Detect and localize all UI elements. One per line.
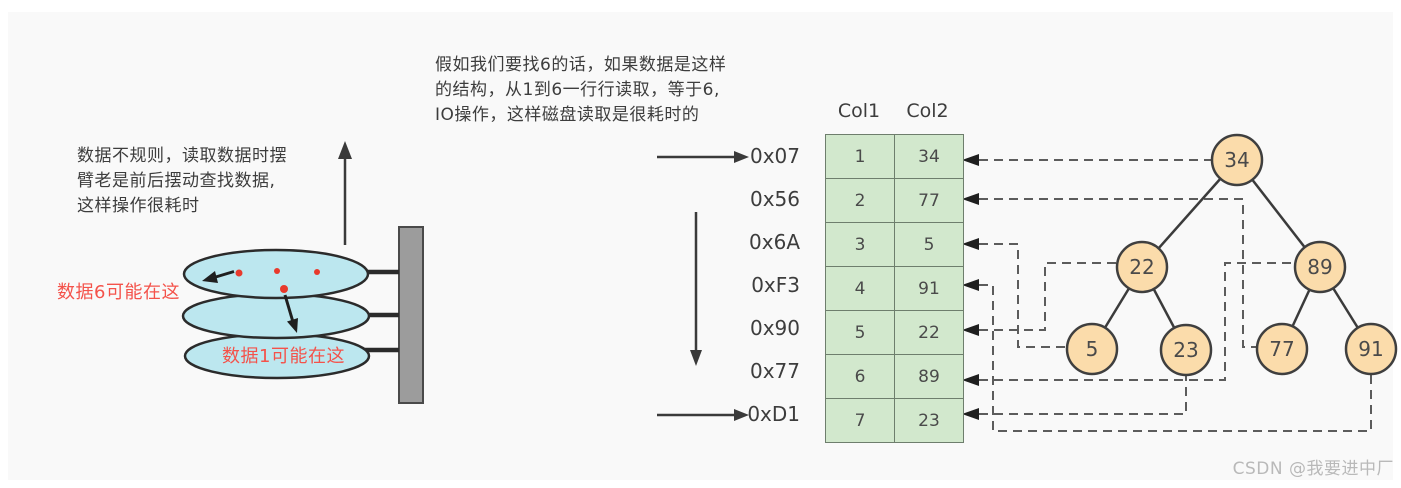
left-seek-arrow-shaft (213, 270, 235, 279)
tree-node-value: 89 (1307, 255, 1332, 279)
data-dot (314, 269, 320, 275)
cell-col2: 77 (894, 178, 964, 223)
table-row: 3 5 (825, 222, 964, 267)
cell-col1: 2 (825, 178, 895, 223)
data1-location-label: 数据1可能在这 (222, 346, 345, 367)
row-arrowhead-icon (962, 193, 979, 205)
address-item: 0x77 (749, 358, 800, 383)
tree-node-circle (1344, 322, 1398, 376)
platter-top (182, 248, 370, 300)
table-row: 1 34 (825, 134, 964, 179)
row-arrowhead-icon (962, 279, 979, 291)
data-table: 1 34 2 77 3 5 4 91 5 22 6 89 (825, 134, 964, 443)
spindle-bar (398, 226, 424, 404)
tree-node-value: 23 (1173, 338, 1198, 362)
first-row-arrow-head-icon (734, 151, 749, 163)
tree-node-value: 5 (1086, 337, 1099, 361)
row-arrowhead-icon (962, 374, 979, 386)
table-row: 2 77 (825, 178, 964, 223)
last-row-arrow-head-icon (734, 409, 749, 421)
tree-node-circle (1115, 240, 1169, 294)
row-arrowhead-icon (962, 324, 979, 336)
tree-nodes: 34 22 89 5 23 77 (1065, 133, 1398, 377)
index-link-5 (979, 243, 1066, 348)
cell-col1: 7 (825, 398, 895, 443)
tree-node: 91 (1344, 322, 1398, 376)
cell-col1: 3 (825, 222, 895, 267)
index-link-89 (979, 262, 1294, 381)
tree-node: 77 (1255, 322, 1309, 376)
index-link-23 (979, 376, 1187, 415)
scan-note-text: 假如我们要找6的话，如果数据是这样 的结构，从1到6一行行读取，等于6, IO操… (435, 55, 727, 125)
address-item: 0x6A (749, 229, 800, 254)
data-dot (280, 285, 288, 293)
index-link-91 (979, 284, 1372, 432)
tree-node-value: 77 (1269, 337, 1294, 361)
address-list: 0x07 0x56 0x6A 0xF3 0x90 0x77 0xD1 (700, 134, 800, 435)
cell-col2: 34 (894, 134, 964, 179)
table-row: 6 89 (825, 354, 964, 399)
scan-down-arrow-head-icon (690, 350, 702, 366)
cell-col1: 4 (825, 266, 895, 311)
left-seek-arrow-head-icon (202, 271, 218, 283)
table-row: 4 91 (825, 266, 964, 311)
row-arrowhead-icon (962, 238, 979, 250)
csdn-watermark: CSDN @我要进中厂 (1232, 459, 1394, 479)
tree-node-circle (1065, 322, 1119, 376)
address-item: 0x90 (749, 315, 800, 340)
cell-col2: 23 (894, 398, 964, 443)
index-links (979, 159, 1372, 432)
tree-node-value: 91 (1358, 337, 1383, 361)
up-arrow-head-icon (338, 141, 352, 159)
tree-node-circle (1255, 322, 1309, 376)
disk-note-text: 数据不规则，读取数据时摆 臂老是前后摆动查找数据, 这样操作很耗时 (77, 146, 287, 216)
cell-col1: 5 (825, 310, 895, 355)
cell-col2: 5 (894, 222, 964, 267)
disk-illustration (181, 141, 424, 404)
cell-col2: 89 (894, 354, 964, 399)
down-seek-arrow-head-icon (287, 318, 298, 333)
data6-location-label: 数据6可能在这 (57, 282, 180, 303)
index-link-77 (979, 198, 1256, 348)
tree-node-circle (1210, 133, 1264, 187)
tree-node-circle (1159, 323, 1213, 377)
cell-col1: 6 (825, 354, 895, 399)
table-row: 5 22 (825, 310, 964, 355)
index-link-22 (979, 262, 1116, 331)
tree-node-circle (1293, 240, 1347, 294)
scan-arrows (657, 151, 749, 421)
address-item: 0x56 (749, 186, 800, 211)
table-header-col1: Col1 (837, 100, 881, 122)
index-link-arrowheads (962, 154, 979, 420)
address-item: 0xD1 (747, 401, 800, 426)
row-arrowhead-icon (962, 408, 979, 420)
cell-col2: 91 (894, 266, 964, 311)
tree-node: 22 (1115, 240, 1169, 294)
platter-middle (181, 292, 371, 340)
table-header-col2: Col2 (906, 100, 949, 122)
tree-node-value: 22 (1129, 255, 1154, 279)
cell-col1: 1 (825, 134, 895, 179)
address-item: 0xF3 (751, 272, 800, 297)
table-row: 7 23 (825, 398, 964, 443)
cell-col2: 22 (894, 310, 964, 355)
tree-node-value: 34 (1224, 148, 1249, 172)
tree-node: 34 (1210, 133, 1264, 187)
data-dot (235, 269, 243, 277)
down-seek-arrow-shaft (283, 294, 295, 323)
data-dot (274, 268, 280, 274)
tree-node: 89 (1293, 240, 1347, 294)
row-arrowhead-icon (962, 154, 979, 166)
tree-node: 23 (1159, 323, 1213, 377)
address-item: 0x07 (749, 143, 800, 168)
tree-node: 5 (1065, 322, 1119, 376)
